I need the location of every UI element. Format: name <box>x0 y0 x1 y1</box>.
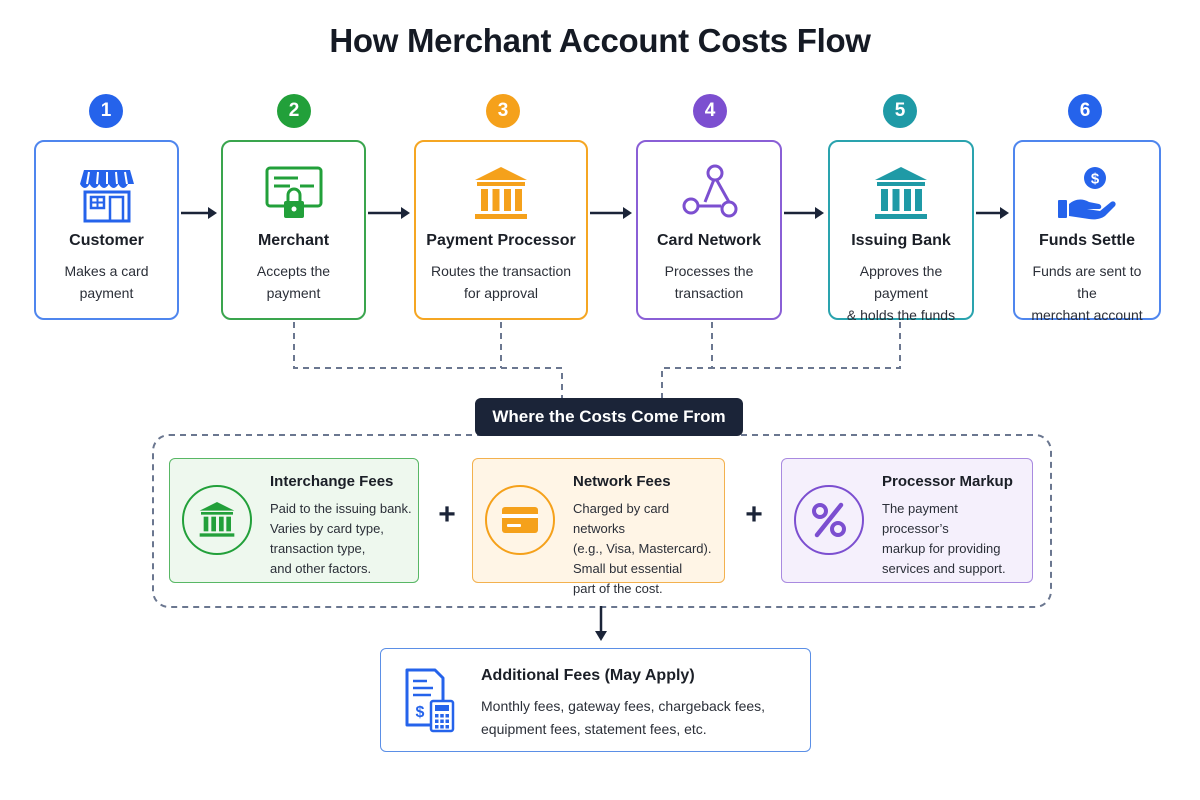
step-title: Merchant <box>257 232 330 249</box>
fee-title: Interchange Fees <box>270 473 394 490</box>
step-title: Customer <box>69 232 144 249</box>
card-reader-lock-icon <box>265 166 322 218</box>
network-nodes-icon <box>682 164 738 218</box>
down-arrow <box>595 606 607 641</box>
step-description: Routes the transaction for approval <box>430 263 572 301</box>
step-number-6: 6 <box>1068 94 1102 128</box>
step-number-2: 2 <box>277 94 311 128</box>
step-description: Approves the payment & holds the funds <box>846 263 956 323</box>
flow-arrow <box>784 207 824 219</box>
bank-building-icon <box>199 502 235 537</box>
step-description: Processes the transaction <box>664 263 754 301</box>
fee-title: Processor Markup <box>882 473 1013 490</box>
hand-dollar-icon: $ <box>1058 167 1116 220</box>
svg-text:$: $ <box>1091 171 1100 188</box>
fee-description: The payment processor’s markup for provi… <box>882 501 1006 576</box>
bank-building-icon <box>875 167 927 219</box>
step-number-1: 1 <box>89 94 123 128</box>
fee-card-interchange: Interchange Fees Paid to the issuing ban… <box>169 458 419 583</box>
plus-sign: + <box>745 498 763 531</box>
step-number-5: 5 <box>883 94 917 128</box>
fee-card-network: Network Fees Charged by card networks (e… <box>472 458 725 596</box>
step-card-merchant: Merchant Accepts the payment <box>221 140 366 320</box>
step-number-3: 3 <box>486 94 520 128</box>
bank-building-icon <box>475 167 527 219</box>
costs-section-label: Where the Costs Come From <box>475 398 743 436</box>
flow-arrow <box>590 207 632 219</box>
invoice-calculator-icon: $ <box>405 668 455 733</box>
plus-sign: + <box>438 498 456 531</box>
step-title: Issuing Bank <box>851 232 951 249</box>
percent-icon <box>812 502 846 538</box>
dashed-connectors <box>293 322 901 398</box>
flow-arrow <box>976 207 1009 219</box>
credit-card-icon <box>502 507 538 533</box>
step-card-funds-settle: $ Funds Settle Funds are sent to the mer… <box>1013 140 1161 323</box>
flow-arrow <box>368 207 410 219</box>
step-card-card-network: Card Network Processes the transaction <box>636 140 782 320</box>
step-card-customer: Customer Makes a card payment <box>34 140 179 320</box>
fee-title: Network Fees <box>573 473 671 490</box>
fee-description: Charged by card networks (e.g., Visa, Ma… <box>573 501 712 596</box>
step-title: Payment Processor <box>426 232 576 249</box>
page-title: How Merchant Account Costs Flow <box>329 22 871 59</box>
step-number-4: 4 <box>693 94 727 128</box>
storefront-icon <box>79 170 134 223</box>
step-description: Makes a card payment <box>64 263 149 301</box>
step-description: Funds are sent to the merchant account <box>1031 263 1143 323</box>
step-description: Accepts the payment <box>256 263 331 301</box>
additional-fees-card: $ Additional Fees (May Apply) Monthly fe… <box>380 648 811 752</box>
step-title: Funds Settle <box>1038 232 1135 249</box>
fee-card-processor-markup: Processor Markup The payment processor’s… <box>781 458 1033 583</box>
step-title: Card Network <box>656 232 762 249</box>
step-card-payment-processor: Payment Processor Routes the transaction… <box>414 140 588 320</box>
step-card-issuing-bank: Issuing Bank Approves the payment & hold… <box>828 140 974 323</box>
additional-fees-description: Monthly fees, gateway fees, chargeback f… <box>481 698 766 737</box>
fee-description: Paid to the issuing bank. Varies by card… <box>270 501 412 576</box>
svg-text:$: $ <box>416 704 425 721</box>
additional-fees-title: Additional Fees (May Apply) <box>481 667 695 684</box>
flow-arrow <box>181 207 217 219</box>
